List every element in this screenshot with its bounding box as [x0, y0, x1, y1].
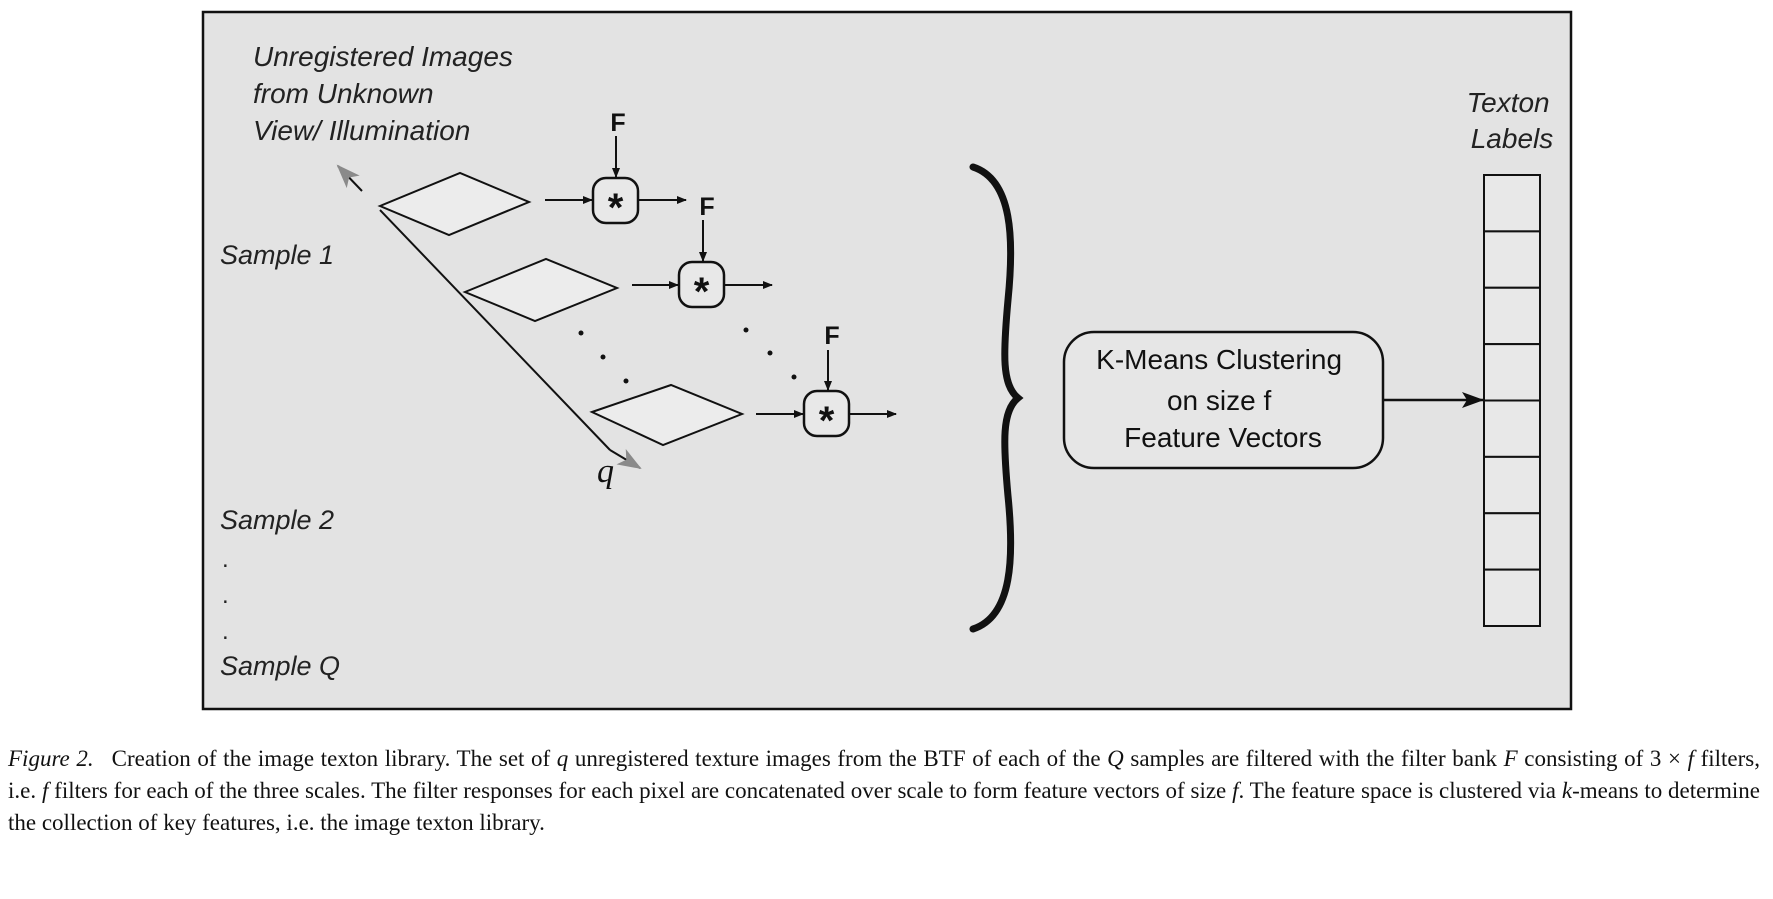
- caption-text-segment: samples are filtered with the filter ban…: [1123, 746, 1504, 771]
- filter-label-2: F: [699, 193, 714, 221]
- sample-label-1: Sample 1: [220, 240, 334, 270]
- caption-math-symbol: k: [1561, 778, 1573, 803]
- input-images-label: Unregistered Images from Unknown View/ I…: [253, 41, 521, 146]
- kmeans-clustering-label: K-Means Clustering on size f Feature Vec…: [1096, 344, 1350, 453]
- caption-text-segment: filters for each of the three scales. Th…: [48, 778, 1233, 803]
- operator-ellipsis: [743, 327, 797, 380]
- caption-math-symbol: Q: [1107, 746, 1124, 771]
- sample-label-2: Sample 2: [220, 505, 334, 535]
- caption-text-segment: filters, i.e.: [8, 746, 1760, 803]
- texton-library-diagram: Unregistered Images from Unknown View/ I…: [201, 10, 1573, 711]
- axis-q-label: q: [597, 453, 614, 490]
- caption-text-segment: . The feature space is clustered via: [1238, 778, 1562, 803]
- texton-cell: [1483, 399, 1541, 458]
- filter-label-1: F: [610, 109, 625, 137]
- caption-math-symbol: q: [556, 746, 569, 771]
- convolution-symbol-2: *: [694, 270, 710, 314]
- figure-caption: Figure 2. Creation of the image texton li…: [8, 743, 1760, 839]
- figure-label: Figure 2.: [8, 746, 94, 771]
- image-diamond-2: [462, 257, 620, 323]
- texton-label-column: [1483, 174, 1541, 627]
- texton-cell: [1483, 174, 1541, 233]
- caption-text-segment: consisting of 3 ×: [1517, 746, 1688, 771]
- texton-cell: [1483, 512, 1541, 571]
- texton-cell: [1483, 343, 1541, 402]
- texton-cell: [1483, 568, 1541, 627]
- svg-text:.: .: [222, 582, 229, 609]
- filter-label-3: F: [824, 322, 839, 350]
- caption-text-segment: unregistered texture images from the BTF…: [568, 746, 1108, 771]
- texton-cell: [1483, 286, 1541, 346]
- convolution-symbol-3: *: [819, 399, 835, 443]
- caption-math-symbol: f: [1687, 746, 1694, 771]
- grouping-brace: [969, 163, 1024, 633]
- caption-text: Creation of the image texton library. Th…: [8, 746, 1760, 835]
- sample-label-q: Sample Q: [220, 651, 340, 681]
- texton-cell: [1483, 230, 1541, 289]
- image-diamond-3: [589, 383, 745, 447]
- texton-cell: [1483, 455, 1541, 515]
- caption-text-segment: -means to determine the collection of ke…: [8, 778, 1761, 835]
- view-axis-arrow-start: [336, 164, 363, 192]
- diamond-ellipsis: [578, 330, 629, 384]
- view-axis-arrow-end: [609, 448, 642, 470]
- svg-text:.: .: [222, 546, 229, 573]
- convolution-symbol-1: *: [608, 186, 624, 230]
- view-axis-line: [379, 209, 611, 451]
- svg-text:.: .: [222, 618, 229, 645]
- caption-math-symbol: F: [1503, 746, 1518, 771]
- texton-labels-title: Texton Labels: [1467, 87, 1558, 154]
- caption-math-symbol: f: [41, 778, 49, 803]
- image-diamond-1: [377, 171, 532, 237]
- sample-ellipsis: . . .: [222, 546, 229, 645]
- caption-text-segment: Creation of the image texton library. Th…: [111, 746, 557, 771]
- caption-math-symbol: f: [1232, 778, 1239, 803]
